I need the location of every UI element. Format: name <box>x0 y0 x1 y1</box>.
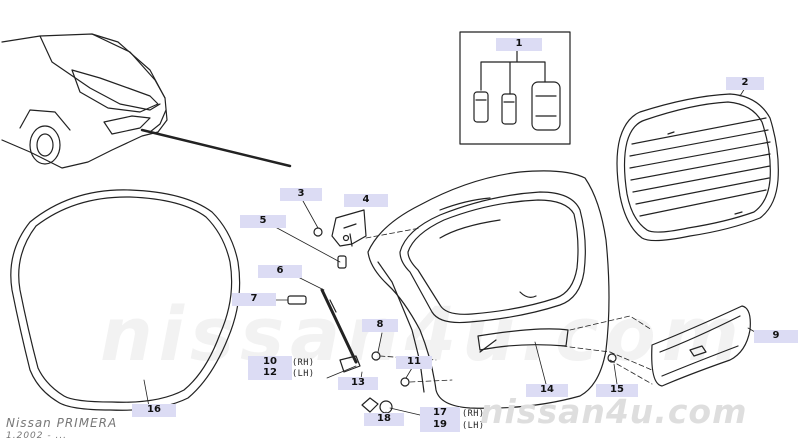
car-outline-illustration <box>1 33 292 169</box>
finisher-garnish-drawing <box>651 305 751 387</box>
rh-label-17: (RH) <box>462 409 485 419</box>
callout-8: 8 <box>362 319 398 332</box>
lh-label-12: (LH) <box>292 369 315 379</box>
callout-16: 16 <box>132 404 176 417</box>
hinge-drawing <box>331 209 367 247</box>
callout-6: 6 <box>258 265 302 278</box>
callout-3: 3 <box>280 188 322 201</box>
lh-label-19: (LH) <box>462 421 485 431</box>
callout-15: 15 <box>596 384 638 397</box>
back-window-glass-drawing <box>616 93 779 242</box>
callout-5: 5 <box>240 215 286 228</box>
callout-14: 14 <box>526 384 568 397</box>
callout-17: 17 <box>420 407 460 420</box>
callout-4: 4 <box>344 194 388 207</box>
callout-1: 1 <box>496 38 542 51</box>
rh-label-10: (RH) <box>292 358 315 368</box>
callout-12: 12 <box>248 367 292 380</box>
callout-9: 9 <box>754 330 798 343</box>
callout-2: 2 <box>726 77 764 90</box>
model-label: Nissan PRIMERA <box>6 416 118 430</box>
callout-11: 11 <box>396 356 432 369</box>
callout-18: 18 <box>364 413 404 426</box>
callout-10: 10 <box>248 356 292 369</box>
site-brand-text: nissan4u.com <box>480 392 748 431</box>
weatherstrip-seal-drawing <box>10 189 241 411</box>
callout-13: 13 <box>338 377 378 390</box>
date-range-label: 1.2002 - ... <box>6 431 68 441</box>
callout-7: 7 <box>232 293 276 306</box>
back-door-drawing <box>367 170 610 409</box>
kit-box-drawing <box>459 31 571 145</box>
callout-19: 19 <box>420 419 460 432</box>
